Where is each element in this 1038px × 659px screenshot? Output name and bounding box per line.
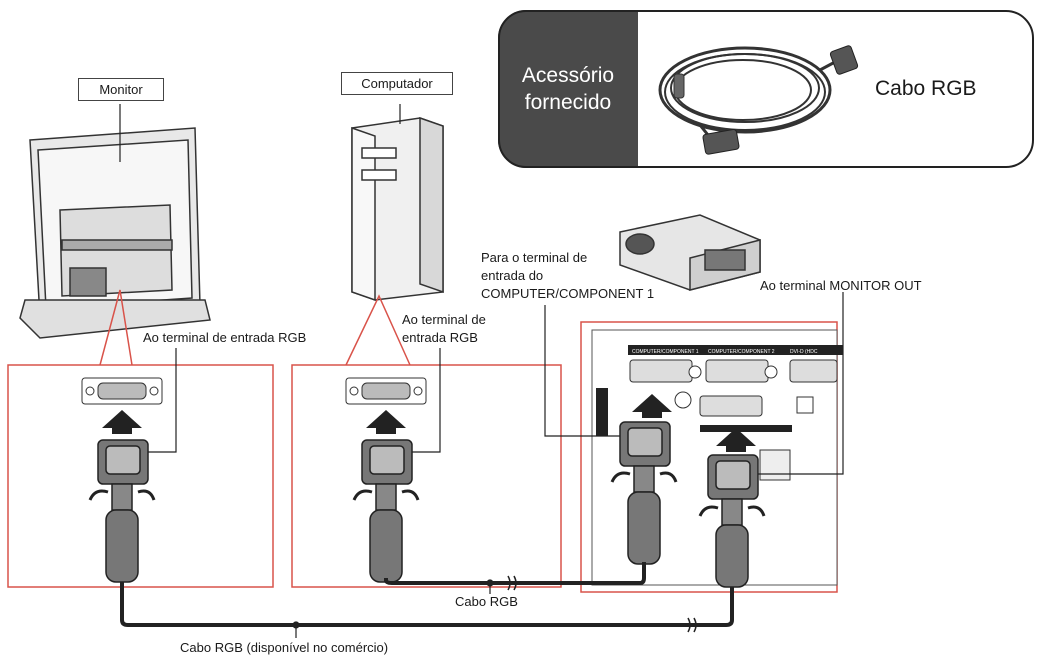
accessory-heading-line1: Acessório [521, 64, 615, 87]
plug-monitor [97, 439, 149, 583]
callout-lines [119, 104, 844, 638]
plug-projector-input [619, 421, 671, 565]
plug-computer [361, 439, 413, 583]
detail-frames [7, 289, 838, 593]
insert-arrows [102, 394, 756, 452]
monitor-rgb-callout: Ao terminal de entrada RGB [143, 330, 307, 345]
computer-rgb-port [345, 377, 427, 405]
computer-label: Computador [341, 72, 453, 95]
supplied-cable-caption: Cabo RGB [455, 594, 518, 609]
computer-rgb-callout-line1: Ao terminal de [402, 312, 486, 327]
monitor-label: Monitor [78, 78, 164, 101]
accessory-heading-line2: fornecido [524, 91, 612, 114]
accessory-item-name: Cabo RGB [875, 77, 977, 100]
panel-label-cc2: COMPUTER/COMPONENT 2 [708, 349, 775, 355]
projector-icon [619, 214, 761, 291]
projector-in-callout-line3: COMPUTER/COMPONENT 1 [481, 286, 655, 301]
monitor-rgb-port [81, 377, 163, 405]
monitor-out-callout: Ao terminal MONITOR OUT [760, 278, 922, 293]
projector-in-callout-line1: Para o terminal de [481, 250, 588, 265]
panel-label-cc1: COMPUTER/COMPONENT 1 [632, 349, 699, 355]
accessory-panel [498, 10, 1034, 168]
computer-rgb-callout-line2: entrada RGB [402, 330, 478, 345]
panel-label-dvi: DVI-D (HDC [790, 349, 818, 355]
monitor-icon [19, 127, 211, 339]
rgb-cable-coil-icon [658, 45, 859, 155]
cable-plugs [97, 421, 759, 588]
projector-in-callout-line2: entrada do [481, 268, 544, 283]
plug-projector-out [707, 454, 759, 588]
commercial-cable-caption: Cabo RGB (disponível no comércio) [180, 640, 389, 655]
cable-break-marks [507, 575, 697, 633]
computer-icon [351, 116, 444, 302]
screw-arrows [88, 471, 766, 517]
cable-runs [120, 562, 734, 627]
